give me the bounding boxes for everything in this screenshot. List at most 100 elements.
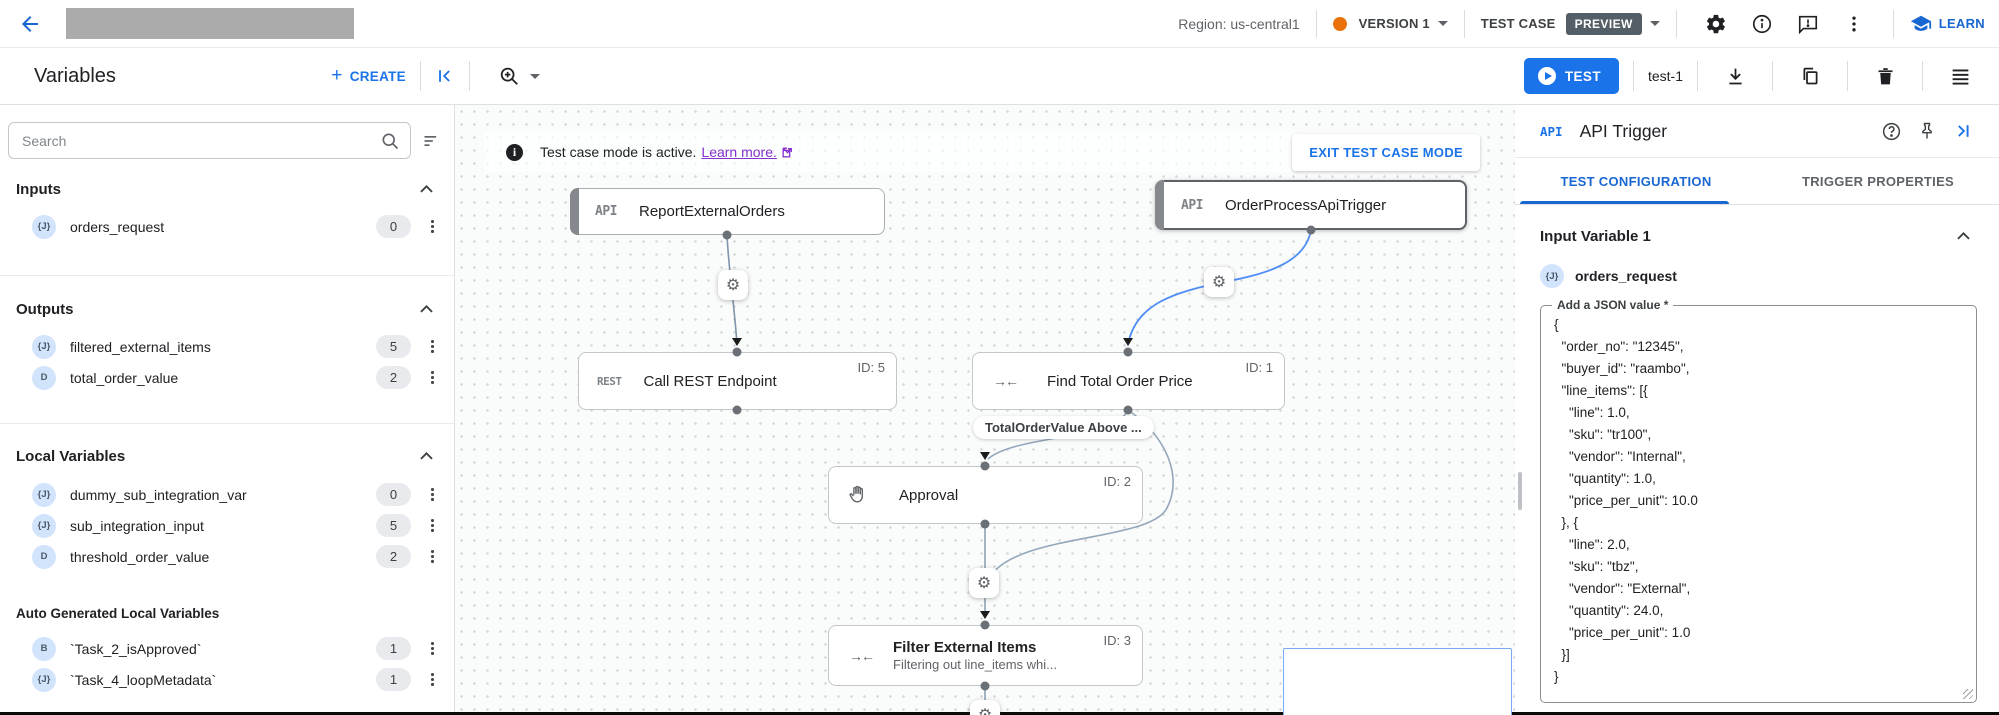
feedback-icon[interactable] xyxy=(1791,7,1825,41)
usage-count-badge[interactable]: 5 xyxy=(376,335,411,358)
learn-label: LEARN xyxy=(1938,16,1985,31)
tab-test-configuration[interactable]: TEST CONFIGURATION xyxy=(1515,158,1757,204)
divider xyxy=(1463,9,1465,38)
variable-row[interactable]: {J} `Task_4_loopMetadata` 1 xyxy=(0,664,454,695)
chevron-up-icon[interactable] xyxy=(417,180,436,199)
integration-canvas[interactable]: i Test case mode is active. Learn more. … xyxy=(455,105,1515,715)
edge-config-gear-icon[interactable]: ⚙ xyxy=(970,700,1000,715)
node-label: Approval xyxy=(899,486,959,504)
chevron-up-icon[interactable] xyxy=(417,300,436,319)
kebab-menu-icon[interactable] xyxy=(424,640,441,657)
info-icon[interactable] xyxy=(1745,7,1779,41)
zoom-control[interactable] xyxy=(498,65,540,87)
chevron-down-icon xyxy=(1649,21,1660,26)
usage-count-badge[interactable]: 0 xyxy=(376,215,411,238)
inputs-section-header[interactable]: Inputs xyxy=(16,180,438,199)
top-app-bar: Region: us-central1 VERSION 1 TEST CASE … xyxy=(0,0,1999,48)
node-approval[interactable]: Approval ID: 2 xyxy=(828,466,1143,524)
node-find-total-order-price[interactable]: →← Find Total Order Price ID: 1 xyxy=(972,352,1285,410)
back-arrow-icon[interactable] xyxy=(16,10,44,38)
input-variable-section-header[interactable]: Input Variable 1 xyxy=(1540,227,1975,246)
usage-count-badge[interactable]: 2 xyxy=(376,366,411,389)
redacted-title-block xyxy=(66,8,354,39)
node-call-rest-endpoint[interactable]: REST Call REST Endpoint ID: 5 xyxy=(578,352,897,410)
variable-row[interactable]: {J} orders_request 0 xyxy=(0,211,454,242)
create-variable-button[interactable]: + CREATE xyxy=(331,65,406,87)
autogen-section-header: Auto Generated Local Variables xyxy=(16,606,220,621)
pin-icon[interactable] xyxy=(1912,116,1942,146)
api-trigger-config-panel: API API Trigger TEST CONFIGURATION TRIGG… xyxy=(1515,105,1999,715)
collapse-panel-icon[interactable] xyxy=(1948,116,1978,146)
trigger-accent-bar xyxy=(570,188,579,235)
json-type-badge: {J} xyxy=(32,482,56,507)
copy-icon[interactable] xyxy=(1793,59,1827,93)
test-button[interactable]: TEST xyxy=(1523,58,1619,94)
divider xyxy=(1632,61,1634,91)
search-input[interactable] xyxy=(9,123,410,158)
download-icon[interactable] xyxy=(1718,59,1752,93)
json-type-badge: {J} xyxy=(32,513,56,538)
edge-config-gear-icon[interactable]: ⚙ xyxy=(969,568,999,598)
test-case-name[interactable]: test-1 xyxy=(1647,68,1683,84)
merge-arrows-icon: →← xyxy=(993,373,1019,389)
local-variables-section-header[interactable]: Local Variables xyxy=(16,447,438,466)
kebab-menu-icon[interactable] xyxy=(424,486,441,503)
usage-count-badge[interactable]: 2 xyxy=(376,545,411,568)
kebab-menu-icon[interactable] xyxy=(424,338,441,355)
local-variables-title: Local Variables xyxy=(16,448,126,465)
kebab-menu-icon[interactable] xyxy=(424,218,441,235)
selected-note-box[interactable] xyxy=(1283,648,1512,715)
divider xyxy=(0,423,454,424)
resize-handle[interactable] xyxy=(1963,689,1973,699)
edge-condition-label[interactable]: TotalOrderValue Above ... xyxy=(973,416,1154,439)
kebab-menu-icon[interactable] xyxy=(424,369,441,386)
variable-row[interactable]: D threshold_order_value 2 xyxy=(0,541,454,572)
kebab-menu-icon[interactable] xyxy=(424,548,441,565)
outputs-section-header[interactable]: Outputs xyxy=(16,300,438,319)
usage-count-badge[interactable]: 1 xyxy=(376,668,411,691)
test-button-label: TEST xyxy=(1564,68,1601,84)
edge-config-gear-icon[interactable]: ⚙ xyxy=(718,270,748,300)
collapse-sidebar-icon[interactable] xyxy=(435,66,455,86)
variable-row[interactable]: {J} filtered_external_items 5 xyxy=(0,331,454,362)
node-filter-external-items[interactable]: →← Filter External Items Filtering out l… xyxy=(828,625,1143,686)
variable-name: total_order_value xyxy=(70,369,179,386)
chevron-down-icon xyxy=(530,73,540,79)
variable-row[interactable]: {J} dummy_sub_integration_var 0 xyxy=(0,479,454,510)
learn-more-link[interactable]: Learn more. xyxy=(701,144,777,160)
variable-row[interactable]: {J} sub_integration_input 5 xyxy=(0,510,454,541)
json-value-textarea[interactable]: { "order_no": "12345", "buyer_id": "raam… xyxy=(1554,317,1698,684)
variable-row[interactable]: B `Task_2_isApproved` 1 xyxy=(0,633,454,664)
more-options-kebab-icon[interactable] xyxy=(1837,7,1871,41)
usage-count-badge[interactable]: 5 xyxy=(376,514,411,537)
usage-count-badge[interactable]: 0 xyxy=(376,483,411,506)
help-icon[interactable] xyxy=(1876,116,1906,146)
api-trigger-icon: API xyxy=(595,204,617,219)
panel-scrollbar[interactable] xyxy=(1518,472,1522,510)
kebab-menu-icon[interactable] xyxy=(424,517,441,534)
learn-link[interactable]: LEARN xyxy=(1910,13,1985,35)
chevron-up-icon[interactable] xyxy=(1954,227,1973,246)
menu-justify-icon[interactable] xyxy=(1943,59,1977,93)
kebab-menu-icon[interactable] xyxy=(424,671,441,688)
tab-trigger-properties[interactable]: TRIGGER PROPERTIES xyxy=(1801,173,1955,189)
version-selector[interactable]: VERSION 1 xyxy=(1332,16,1448,31)
variable-row[interactable]: D total_order_value 2 xyxy=(0,362,454,393)
settings-gear-icon[interactable] xyxy=(1699,7,1733,41)
usage-count-badge[interactable]: 1 xyxy=(376,637,411,660)
version-label: VERSION 1 xyxy=(1358,16,1430,31)
delete-trash-icon[interactable] xyxy=(1868,59,1902,93)
test-case-selector[interactable]: TEST CASE PREVIEW xyxy=(1481,12,1660,35)
banner-message: Test case mode is active. xyxy=(540,144,697,160)
node-order-process-api-trigger[interactable]: API OrderProcessApiTrigger xyxy=(1155,180,1467,230)
node-id: ID: 1 xyxy=(1245,360,1273,375)
chevron-up-icon[interactable] xyxy=(417,447,436,466)
sort-filter-icon[interactable] xyxy=(422,131,442,151)
exit-test-case-mode-button[interactable]: EXIT TEST CASE MODE xyxy=(1292,133,1480,171)
node-label: Call REST Endpoint xyxy=(643,372,777,390)
region-label: Region: us-central1 xyxy=(1178,15,1300,32)
node-report-external-orders[interactable]: API ReportExternalOrders xyxy=(570,188,885,235)
search-icon xyxy=(380,131,400,156)
json-type-badge: {J} xyxy=(32,334,56,359)
edge-config-gear-icon[interactable]: ⚙ xyxy=(1204,267,1234,297)
